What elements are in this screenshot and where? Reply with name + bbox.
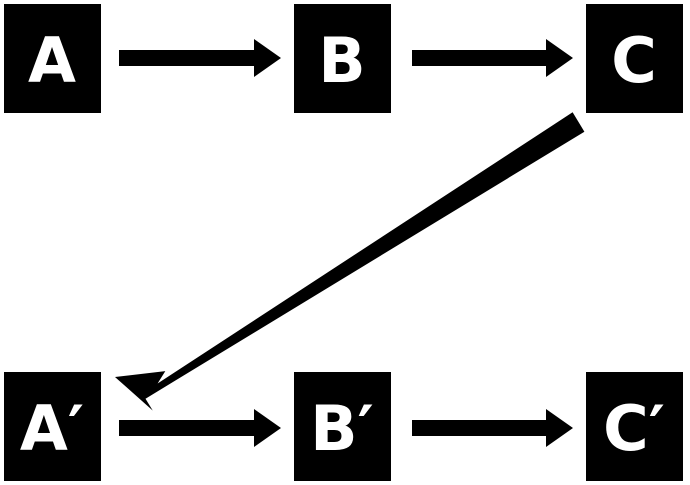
node-c-prime: C′ (586, 372, 683, 481)
node-a-prime-box (4, 372, 101, 481)
node-a-label: A (28, 24, 76, 97)
node-c-prime-label: C′ (603, 392, 665, 465)
arrow-b-prime-to-c-prime (412, 409, 573, 447)
node-c-label: C (611, 24, 657, 97)
node-b-label: B (318, 24, 365, 97)
node-a-box (4, 4, 101, 113)
node-a: A (4, 4, 101, 113)
node-b-prime-box (294, 372, 391, 481)
arrow-a-prime-to-b-prime (119, 409, 281, 447)
arrow-b-to-c (412, 39, 573, 77)
node-a-prime-label: A′ (20, 392, 84, 465)
node-b: B (294, 4, 391, 113)
node-a-prime: A′ (4, 372, 101, 481)
node-b-box (294, 4, 391, 113)
arrow-c-to-a-prime (115, 112, 585, 411)
arrow-a-to-b (119, 39, 281, 77)
node-b-prime: B′ (294, 372, 391, 481)
node-c-box (586, 4, 683, 113)
node-c: C (586, 4, 683, 113)
node-b-prime-label: B′ (310, 392, 374, 465)
node-c-prime-box (586, 372, 683, 481)
